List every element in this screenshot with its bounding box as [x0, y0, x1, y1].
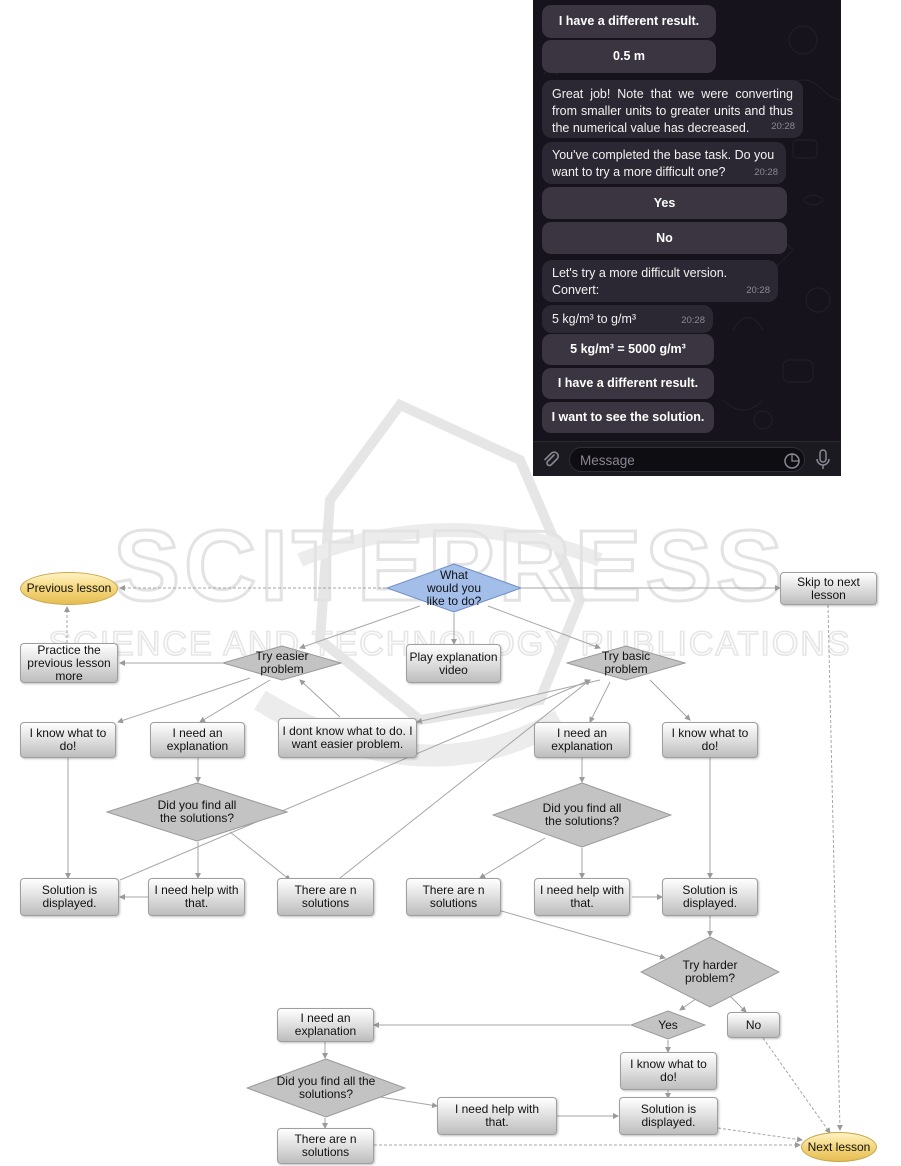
node-n-solutions-mid: There are n solutions	[406, 878, 501, 916]
decision-found-solutions-bottom: Did you find all the solutions?	[246, 1058, 406, 1118]
node-need-help-mid: I need help with that.	[534, 878, 630, 916]
decision-try-easier: Try easier problem	[222, 645, 342, 681]
node-no: No	[727, 1012, 780, 1038]
keyboard-button[interactable]: 0.5 m	[542, 40, 716, 73]
message-bubble: Let's try a more difficult version. Conv…	[542, 260, 778, 302]
node-solution-displayed-right: Solution is displayed.	[662, 878, 758, 916]
message-input[interactable]: Message	[569, 447, 805, 472]
decision-found-solutions-left: Did you find all the solutions?	[106, 782, 288, 842]
decision-what-would-you-like: What would you like to do?	[386, 563, 522, 613]
message-time: 20:28	[754, 167, 778, 178]
node-solution-displayed-bottom: Solution is displayed.	[619, 1097, 718, 1135]
message-text: Let's try a more difficult version. Conv…	[552, 266, 728, 297]
node-dont-know: I dont know what to do. I want easier pr…	[278, 718, 417, 758]
node-know-what-bottom: I know what to do!	[620, 1052, 717, 1090]
microphone-icon[interactable]	[815, 449, 831, 471]
node-need-help-bottom: I need help with that.	[437, 1097, 557, 1135]
message-bubble: You've completed the base task. Do you w…	[542, 142, 786, 184]
node-previous-lesson: Previous lesson	[20, 572, 118, 605]
decision-found-solutions-mid: Did you find all the solutions?	[492, 782, 672, 848]
sticker-icon[interactable]	[783, 452, 801, 470]
chat-window: I have a different result. 0.5 m Great j…	[533, 0, 841, 476]
node-next-lesson: Next lesson	[801, 1132, 877, 1162]
answer-button[interactable]: 5 kg/m³ = 5000 g/m³	[542, 334, 714, 365]
keyboard-button[interactable]: I have a different result.	[542, 5, 716, 38]
node-know-what-left: I know what to do!	[20, 722, 116, 758]
decision-try-basic: Try basic problem	[566, 645, 686, 681]
node-play-video: Play explanation video	[406, 644, 501, 683]
node-skip-next-lesson: Skip to next lesson	[780, 572, 877, 605]
message-time: 20:28	[746, 285, 770, 296]
node-n-solutions-bottom: There are n solutions	[277, 1128, 374, 1164]
node-know-what-right: I know what to do!	[662, 722, 758, 758]
message-bubble: 5 kg/m³ to g/m³ 20:28	[542, 305, 713, 333]
node-n-solutions-left: There are n solutions	[277, 878, 374, 916]
message-bubble: Great job! Note that we were converting …	[542, 80, 803, 138]
node-practice-previous: Practice the previous lesson more	[20, 643, 118, 683]
node-need-explanation-left: I need an explanation	[150, 722, 245, 758]
decision-try-harder: Try harder problem?	[640, 936, 780, 1008]
no-button[interactable]: No	[542, 222, 787, 254]
message-text: Great job! Note that we were converting …	[552, 87, 793, 135]
different-result-button[interactable]: I have a different result.	[542, 368, 714, 399]
node-need-explanation-mid: I need an explanation	[534, 722, 630, 758]
node-solution-displayed-left: Solution is displayed.	[20, 878, 119, 916]
yes-button[interactable]: Yes	[542, 187, 787, 219]
message-time: 20:28	[771, 121, 795, 132]
node-need-help-left: I need help with that.	[148, 878, 245, 916]
node-need-explanation-bottom: I need an explanation	[277, 1008, 374, 1042]
message-text: 5 kg/m³ to g/m³	[552, 312, 637, 326]
message-text: You've completed the base task. Do you w…	[552, 148, 775, 179]
message-time: 20:28	[681, 315, 705, 326]
decision-yes: Yes	[630, 1010, 706, 1040]
